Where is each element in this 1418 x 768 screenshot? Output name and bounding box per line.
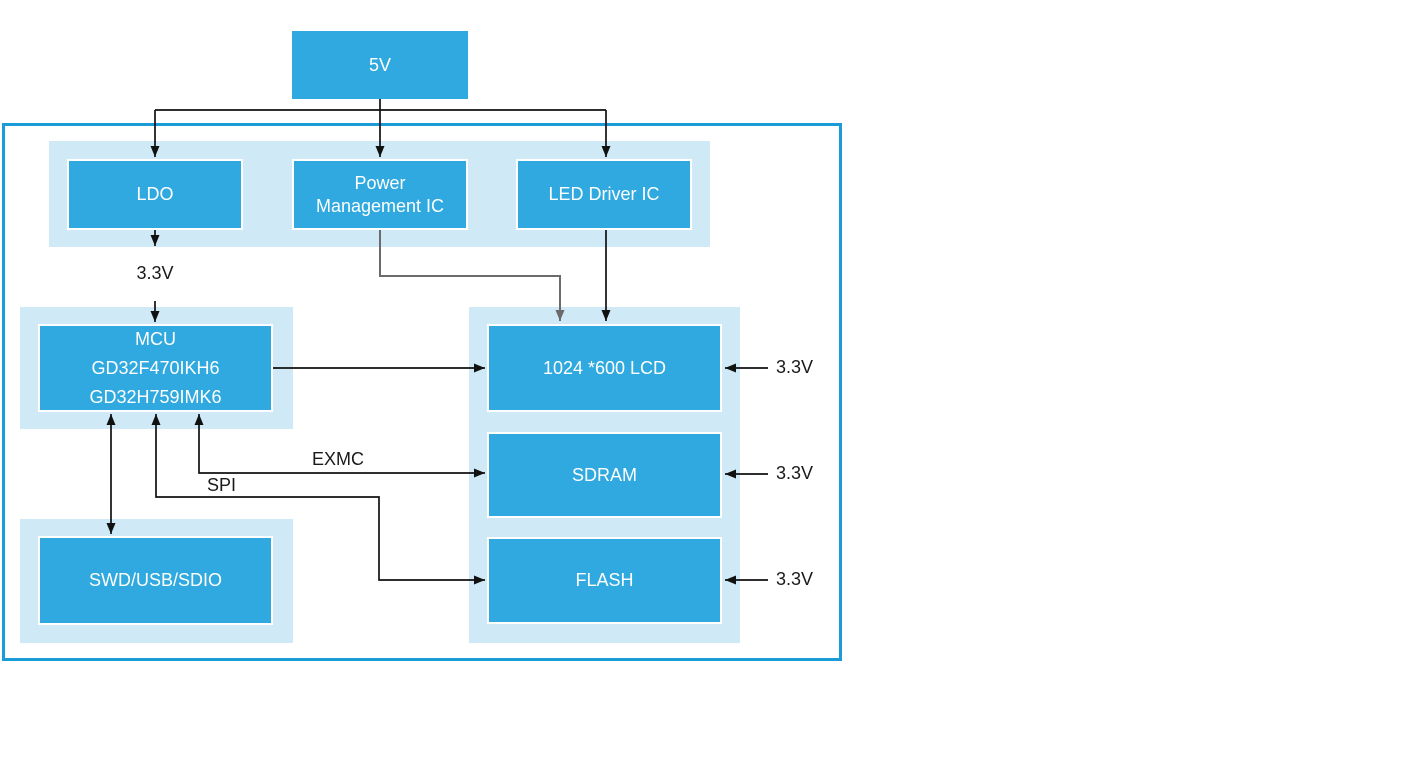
block-sdram-label: SDRAM <box>571 464 637 485</box>
label-3v3-lcd: 3.3V <box>776 357 814 377</box>
block-flash: FLASH <box>487 537 722 624</box>
block-5v: 5V <box>292 31 468 99</box>
block-mcu: MCU GD32F470IKH6 GD32H759IMK6 <box>38 324 273 412</box>
block-pmic-label: Power Management IC <box>315 173 445 216</box>
mcu-line-3: GD32H759IMK6 <box>89 386 222 407</box>
block-swd-label: SWD/USB/SDIO <box>88 570 222 591</box>
block-lcd-label: 1024 *600 LCD <box>542 357 667 378</box>
label-3v3-ldo: 3.3V <box>136 263 174 283</box>
block-power-management-ic: Power Management IC <box>292 159 468 230</box>
block-5v-label: 5V <box>368 54 392 75</box>
mcu-line-2: GD32F470IKH6 <box>91 357 220 378</box>
block-sdram: SDRAM <box>487 432 722 518</box>
block-led-driver-label: LED Driver IC <box>548 184 660 205</box>
mcu-line-1: MCU <box>134 328 176 349</box>
block-flash-label: FLASH <box>575 570 634 591</box>
block-led-driver-ic: LED Driver IC <box>516 159 692 230</box>
label-spi: SPI <box>207 475 237 495</box>
block-ldo-label: LDO <box>136 184 174 205</box>
block-mcu-label: MCU GD32F470IKH6 GD32H759IMK6 <box>89 325 221 412</box>
block-lcd: 1024 *600 LCD <box>487 324 722 412</box>
block-swd-usb-sdio: SWD/USB/SDIO <box>38 536 273 625</box>
label-3v3-sdram: 3.3V <box>776 463 814 483</box>
label-3v3-flash: 3.3V <box>776 569 814 589</box>
label-exmc: EXMC <box>312 449 365 469</box>
block-ldo: LDO <box>67 159 243 230</box>
